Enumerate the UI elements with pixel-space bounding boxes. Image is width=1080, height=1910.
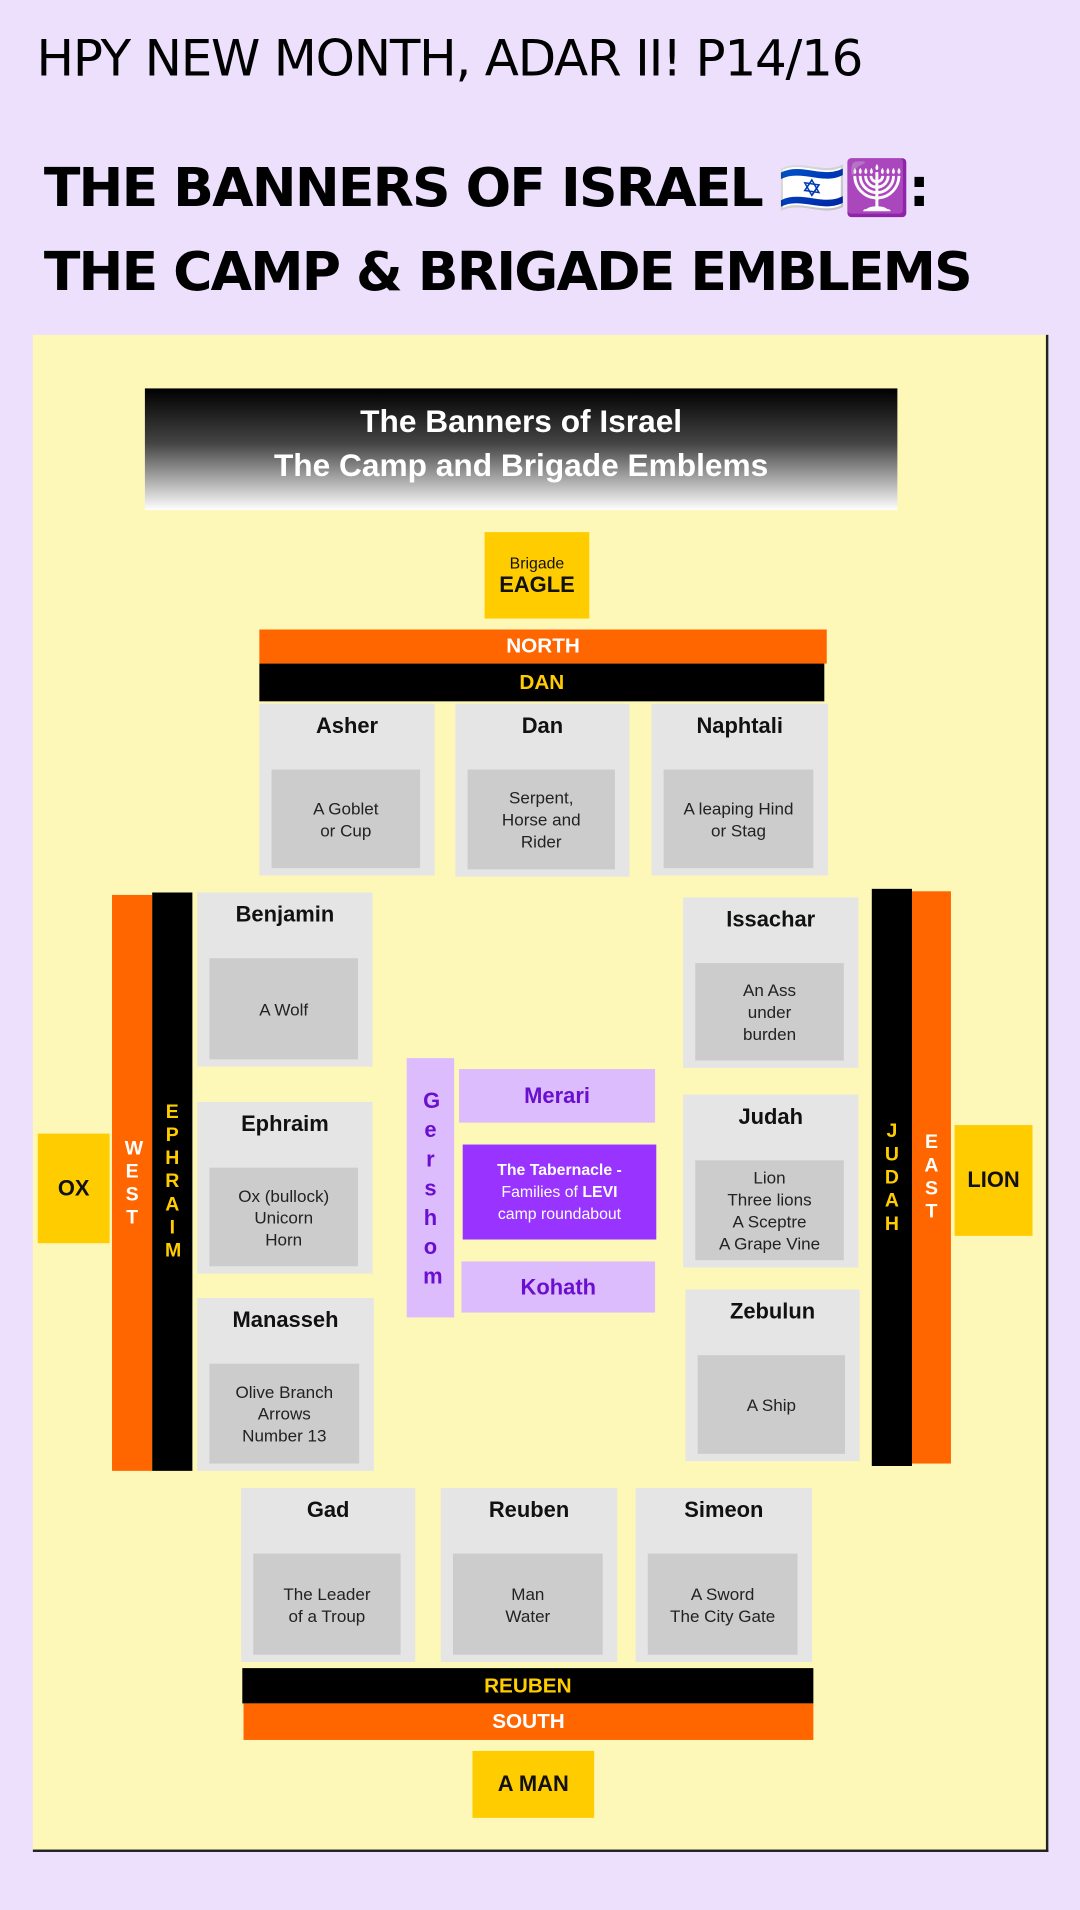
brigade-name: EAGLE [499, 571, 575, 597]
tribe-name: Reuben [488, 1497, 570, 1522]
tribe-emblem: A Ship [697, 1355, 846, 1454]
tribe-box: Benjamin A Wolf [197, 892, 373, 1067]
tribe-emblem: A leaping Hind or Stag [663, 769, 814, 869]
tribe-name: Benjamin [235, 902, 335, 927]
tribe-box: Zebulun A Ship [685, 1289, 860, 1462]
tribe-emblem: Serpent, Horse and Rider [467, 769, 615, 870]
menorah-icon: 🕎 [843, 157, 911, 220]
tribe-emblem: A Goblet or Cup [271, 769, 421, 869]
tribe-emblem: A Sword The City Gate [647, 1553, 798, 1655]
tribe-name: Gad [306, 1497, 350, 1522]
tribe-name: Issachar [726, 907, 816, 932]
judah-label: J U D A H [884, 1120, 899, 1235]
tribe-emblem: The Leader of a Troup [253, 1553, 401, 1655]
tabernacle-levi-line: Families of LEVI [463, 1181, 657, 1203]
east-bar: E A S T [911, 891, 951, 1464]
tribe-emblem: An Ass under burden [695, 963, 844, 1061]
levi-text: LEVI [582, 1182, 618, 1201]
title-colon: : [908, 157, 930, 220]
tribe-name: Asher [315, 713, 379, 738]
banner-title: The Banners of Israel [360, 403, 683, 440]
merari-box: Merari [459, 1069, 656, 1123]
tribe-emblem: Lion Three lions A Sceptre A Grape Vine [695, 1160, 844, 1261]
tribe-name: Ephraim [241, 1111, 329, 1137]
west-label: W E S T [124, 1137, 144, 1228]
tribe-emblem: Man Water [452, 1553, 603, 1655]
tribe-emblem: Olive Branch Arrows Number 13 [209, 1363, 360, 1464]
tribe-box: Simeon A Sword The City Gate [635, 1487, 813, 1663]
tabernacle-box: The Tabernacle - Families of LEVI camp r… [462, 1144, 657, 1240]
brigade-label: Brigade [509, 553, 565, 572]
tribe-box: Asher A Goblet or Cup [259, 703, 435, 876]
tribe-box: Ephraim Ox (bullock) Unicorn Horn [197, 1101, 373, 1274]
ephraim-label: E P H R A I M [164, 1101, 182, 1262]
north-bar: NORTH [259, 629, 827, 664]
gershom-box: G e r s h o m [406, 1058, 455, 1318]
tribe-name: Manasseh [232, 1307, 339, 1333]
tribe-box: Naphtali A leaping Hind or Stag [651, 703, 828, 876]
south-bar: SOUTH [243, 1703, 814, 1740]
brigade-man: A MAN [472, 1750, 595, 1818]
tribe-name: Judah [738, 1104, 804, 1129]
title-line-2: THE CAMP & BRIGADE EMBLEMS [43, 241, 973, 304]
east-label: E A S T [924, 1132, 939, 1223]
tabernacle-title: The Tabernacle - [497, 1160, 622, 1179]
tribe-name: Naphtali [696, 713, 783, 738]
title-line-1: THE BANNERS OF ISRAEL 🇮🇱🕎: [43, 156, 930, 220]
kohath-box: Kohath [461, 1261, 656, 1313]
brigade-lion: LION [954, 1125, 1033, 1236]
tribe-emblem: A Wolf [209, 958, 358, 1060]
west-bar: W E S T [112, 894, 153, 1471]
reuben-camp-bar: REUBEN [242, 1668, 814, 1704]
tribe-name: Dan [521, 713, 564, 738]
ephraim-camp-bar: E P H R A I M [152, 892, 193, 1471]
dan-camp-bar: DAN [259, 663, 825, 702]
banner-subtitle: The Camp and Brigade Emblems [273, 446, 769, 484]
title-text: THE BANNERS OF ISRAEL [43, 157, 764, 220]
camp-roundabout-text: camp roundabout [497, 1204, 622, 1223]
gershom-label: G e r s h o m [423, 1087, 443, 1288]
tribe-name: Simeon [684, 1497, 764, 1522]
tribe-box: Issachar An Ass under burden [683, 897, 859, 1068]
tribe-name: Zebulun [729, 1299, 816, 1324]
judah-camp-bar: J U D A H [871, 888, 912, 1466]
brigade-ox: OX [37, 1133, 110, 1244]
page-header: HPY NEW MONTH, ADAR II! P14/16 [36, 29, 864, 88]
tribe-emblem: Ox (bullock) Unicorn Horn [209, 1167, 358, 1267]
families-text: Families of [501, 1182, 583, 1201]
israel-flag-icon: 🇮🇱 [778, 157, 846, 220]
